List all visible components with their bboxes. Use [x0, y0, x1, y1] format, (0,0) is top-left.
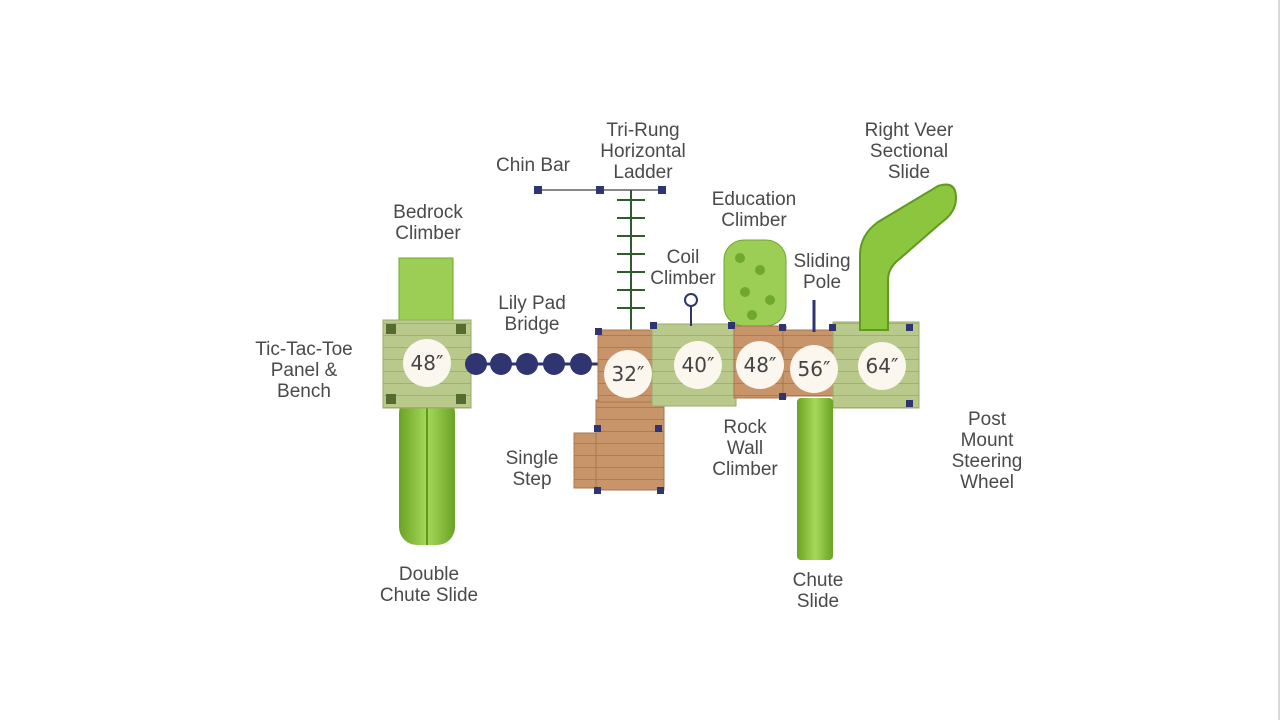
- double-chute-slide-label: Double Chute Slide: [379, 564, 479, 606]
- coil-climber: [684, 293, 698, 326]
- sliding-pole-label: Sliding Pole: [793, 251, 851, 293]
- right-veer-slide-label: Right Veer Sectional Slide: [864, 120, 954, 183]
- chin-bar-label: Chin Bar: [496, 155, 570, 176]
- chute-slide-label: Chute Slide: [792, 570, 844, 612]
- post-mount-wheel-label: Post Mount Steering Wheel: [951, 409, 1023, 493]
- step-deck: [595, 399, 665, 491]
- tri-rung-horizontal-ladder: [617, 190, 645, 333]
- chin-bar: [534, 186, 666, 194]
- tic-tac-toe-label: Tic-Tac-Toe Panel & Bench: [255, 339, 353, 402]
- education-climber: [723, 239, 787, 327]
- height-marker: 32″: [604, 350, 652, 398]
- height-marker: 40″: [674, 341, 722, 389]
- frame-edge: [1278, 0, 1280, 720]
- education-climber-label: Education Climber: [711, 189, 797, 231]
- height-marker: 48″: [403, 339, 451, 387]
- coil-climber-label: Coil Climber: [650, 247, 716, 289]
- rock-wall-climber-label: Rock Wall Climber: [712, 417, 778, 480]
- chute-slide: [797, 398, 833, 560]
- lily-pad-bridge-label: Lily Pad Bridge: [498, 293, 566, 335]
- double-chute-slide: [399, 395, 455, 545]
- height-marker: 64″: [858, 342, 906, 390]
- tri-rung-ladder-label: Tri-Rung Horizontal Ladder: [600, 120, 686, 183]
- single-step-label: Single Step: [505, 448, 559, 490]
- height-marker: 56″: [790, 345, 838, 393]
- height-marker: 48″: [736, 341, 784, 389]
- right-veer-sectional-slide: [859, 183, 958, 331]
- bedrock-climber-label: Bedrock Climber: [393, 202, 463, 244]
- bedrock-climber: [398, 257, 454, 325]
- lily-pad-bridge: [465, 353, 598, 375]
